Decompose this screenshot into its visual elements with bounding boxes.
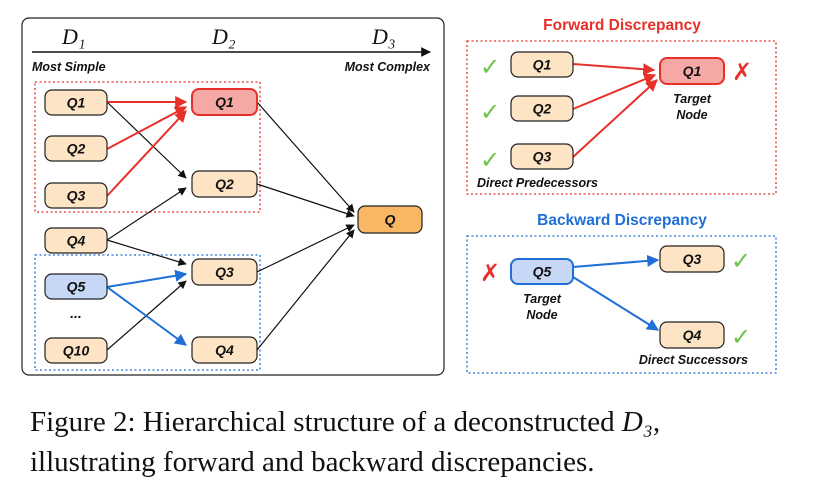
main-panel-frame (21, 17, 445, 376)
backward-target-label-1: Target (523, 292, 562, 306)
backward-panel-frame (466, 235, 777, 374)
caption-math-d3: D₃ (621, 406, 653, 438)
node-q2-left: Q2 (44, 135, 108, 162)
forward-node-q1: Q1 (510, 51, 574, 78)
forward-target-label-1: Target (673, 92, 712, 106)
forward-check-3-icon: ✓ (480, 147, 500, 174)
backward-check-2-icon: ✓ (731, 324, 751, 351)
svg-text:Q1: Q1 (215, 94, 234, 110)
blue-edges (106, 269, 188, 346)
axis-label-d3: D₃ (371, 24, 396, 49)
backward-check-1-icon: ✓ (731, 248, 751, 275)
backward-successor-q4: Q4 (659, 321, 725, 349)
black-edges (106, 101, 355, 351)
svg-text:Q3: Q3 (67, 188, 86, 204)
forward-check-1-icon: ✓ (480, 54, 500, 81)
forward-title: Forward Discrepancy (543, 17, 701, 34)
backward-footer: Direct Successors (639, 353, 748, 367)
forward-group-box (34, 81, 261, 213)
node-q3-left: Q3 (44, 182, 108, 209)
svg-text:Q: Q (385, 212, 396, 228)
svg-text:Q10: Q10 (63, 343, 90, 359)
axis-label-d2: D₂ (211, 24, 236, 49)
backward-source-node: Q5 (510, 258, 574, 285)
node-q1-mid: Q1 (191, 88, 258, 116)
forward-check-2-icon: ✓ (480, 99, 500, 126)
backward-cross-icon: ✗ (480, 260, 500, 287)
backward-target-label-2: Node (526, 308, 557, 322)
red-edges (106, 96, 188, 197)
svg-text:Q2: Q2 (215, 176, 234, 192)
axis-label-d1: D₁ (61, 24, 86, 49)
forward-cross-icon: ✗ (732, 59, 752, 86)
svg-text:Q1: Q1 (533, 57, 552, 73)
node-q1-left: Q1 (44, 89, 108, 116)
svg-text:Q1: Q1 (683, 63, 702, 79)
axis-left-label: Most Simple (32, 60, 106, 74)
node-q4-left: Q4 (44, 227, 108, 254)
forward-red-edges (572, 63, 658, 158)
svg-text:Q4: Q4 (67, 233, 86, 249)
node-q3-mid: Q3 (191, 258, 258, 286)
svg-text:Q2: Q2 (67, 141, 86, 157)
svg-text:Q3: Q3 (533, 149, 552, 165)
backward-group-box (34, 254, 261, 371)
forward-node-q3: Q3 (510, 143, 574, 170)
svg-text:Q4: Q4 (683, 327, 702, 343)
caption-line-1-prefix: Figure 2: Hierarchical structure of a de… (30, 406, 622, 438)
svg-text:Q4: Q4 (215, 342, 234, 358)
caption-line-1-suffix: , (652, 406, 661, 438)
svg-text:Q5: Q5 (533, 264, 552, 280)
node-q4-mid: Q4 (191, 336, 258, 364)
figure-caption: Figure 2: Hierarchical structure of a de… (30, 402, 830, 482)
svg-text:Q3: Q3 (215, 264, 234, 280)
forward-node-q2: Q2 (510, 95, 574, 122)
node-q5-left: Q5 (44, 273, 108, 300)
svg-text:Q1: Q1 (67, 95, 86, 111)
node-q2-mid: Q2 (191, 170, 258, 198)
svg-text:Q3: Q3 (683, 251, 702, 267)
svg-text:Q2: Q2 (533, 101, 552, 117)
caption-line-1: Figure 2: Hierarchical structure of a de… (30, 402, 830, 442)
forward-target-label-2: Node (676, 108, 707, 122)
node-q-final: Q (357, 205, 423, 234)
caption-line-2: illustrating forward and backward discre… (30, 446, 595, 478)
forward-footer: Direct Predecessors (477, 176, 598, 190)
ellipsis-label: ... (70, 305, 82, 321)
backward-title: Backward Discrepancy (537, 212, 707, 229)
forward-target-node: Q1 (659, 57, 725, 85)
node-q10-left: Q10 (44, 337, 108, 364)
svg-text:Q5: Q5 (67, 279, 86, 295)
axis-right-label: Most Complex (345, 60, 431, 74)
forward-panel-frame (466, 40, 777, 195)
backward-blue-edges (572, 254, 660, 331)
backward-successor-q3: Q3 (659, 245, 725, 273)
